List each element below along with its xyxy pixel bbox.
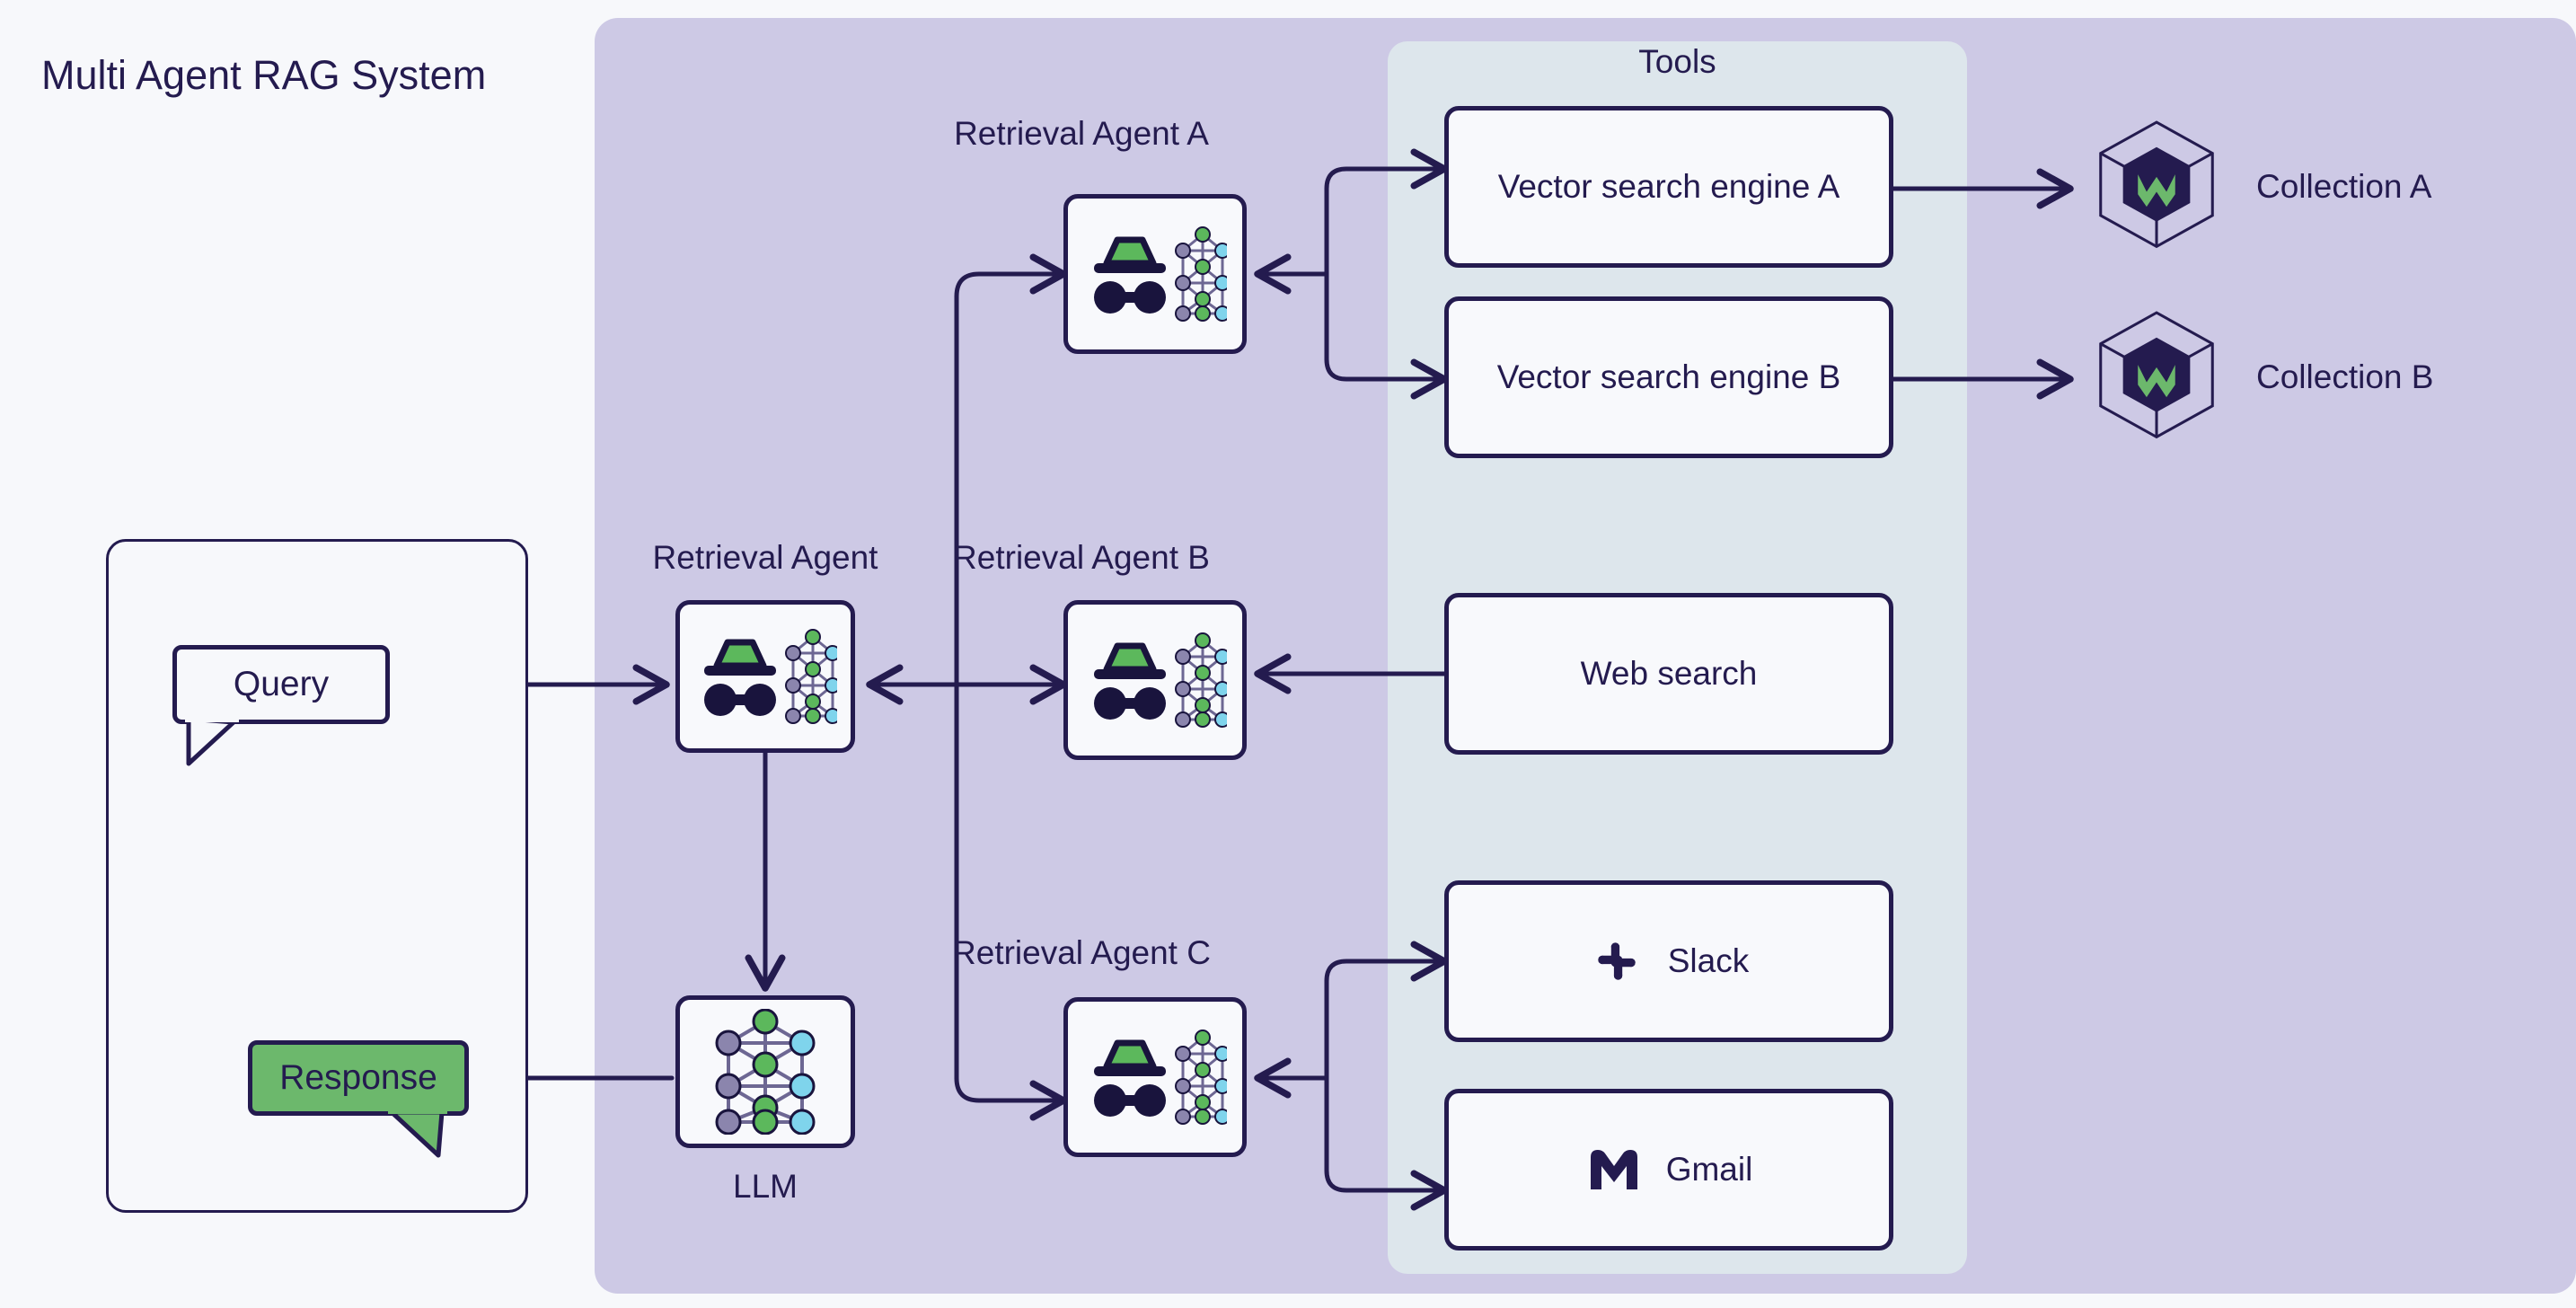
response-label: Response	[279, 1058, 437, 1097]
collection-a[interactable]: Collection A	[2082, 106, 2549, 268]
query-bubble-tail	[185, 717, 239, 766]
collection-label: Collection B	[2256, 358, 2434, 395]
retrieval-agent-b-label: Retrieval Agent B	[953, 539, 1210, 576]
agent-icon	[704, 629, 837, 724]
tool-web-search[interactable]: Web search	[1444, 593, 1893, 755]
gmail-icon	[1590, 1150, 1637, 1189]
retrieval-agent-c-label: Retrieval Agent C	[952, 934, 1211, 971]
tool-label: Gmail	[1665, 1151, 1753, 1188]
response-bubble-body: Response	[248, 1040, 469, 1116]
query-bubble: Query	[172, 645, 390, 766]
retrieval-agent-b-node[interactable]	[1063, 600, 1247, 760]
llm-node[interactable]	[675, 995, 855, 1148]
tool-vector-search-engine-a[interactable]: Vector search engine A	[1444, 106, 1893, 268]
agent-icon	[1094, 632, 1227, 728]
tool-label: Vector search engine B	[1496, 358, 1841, 395]
slack-icon	[1598, 942, 1636, 980]
weaviate-icon	[2099, 120, 2214, 249]
tools-panel-title: Tools	[1638, 43, 1716, 80]
agent-icon	[1094, 226, 1227, 322]
orchestrator-agent-node[interactable]	[675, 600, 855, 753]
retrieval-agent-c-node[interactable]	[1063, 997, 1247, 1157]
collection-label: Collection A	[2256, 168, 2432, 205]
agent-icon	[1094, 1030, 1227, 1125]
tool-label: Web search	[1580, 655, 1758, 692]
orchestrator-agent-label: Retrieval Agent	[652, 539, 878, 576]
tool-vector-search-engine-b[interactable]: Vector search engine B	[1444, 296, 1893, 458]
weaviate-icon	[2099, 311, 2214, 439]
tool-slack[interactable]: Slack	[1444, 880, 1893, 1042]
page-title: Multi Agent RAG System	[41, 52, 487, 98]
neural-network-icon	[715, 1009, 816, 1135]
llm-label: LLM	[733, 1168, 798, 1205]
tool-gmail[interactable]: Gmail	[1444, 1089, 1893, 1251]
tool-label: Vector search engine A	[1497, 168, 1840, 205]
retrieval-agent-a-label: Retrieval Agent A	[954, 115, 1209, 152]
query-label: Query	[233, 665, 330, 703]
retrieval-agent-a-node[interactable]	[1063, 194, 1247, 354]
query-bubble-body: Query	[172, 645, 390, 724]
collection-b[interactable]: Collection B	[2082, 296, 2549, 458]
tool-label: Slack	[1667, 942, 1750, 979]
response-bubble: Response	[248, 1040, 469, 1158]
response-bubble-tail	[388, 1109, 447, 1158]
